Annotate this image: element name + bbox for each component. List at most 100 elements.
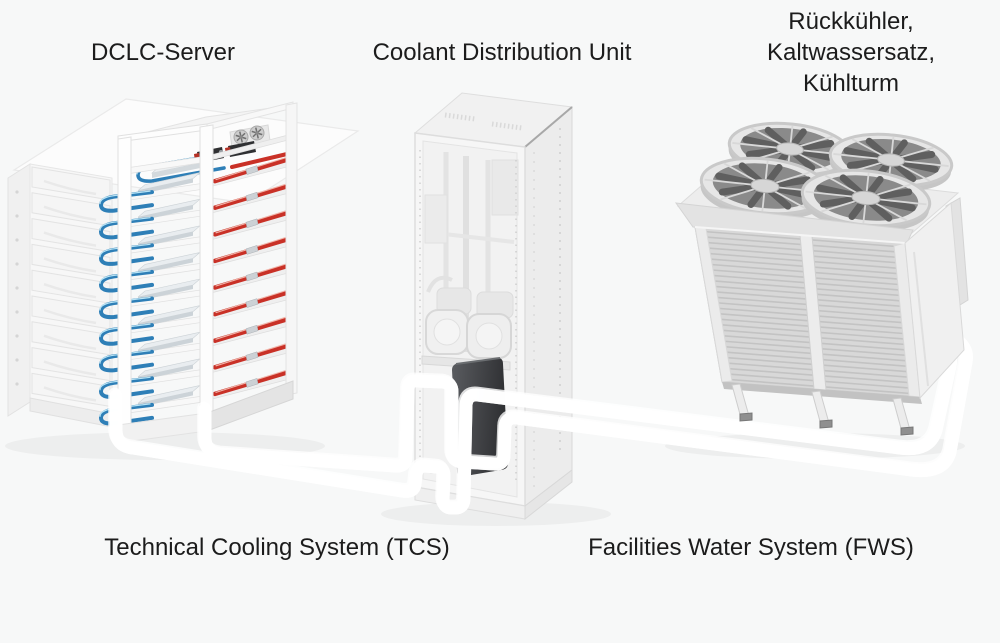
drawer-handle-recess [43,257,97,273]
cold-coolant-loop [98,349,154,373]
fan-blade [891,160,917,183]
rack-post-front-left [117,136,132,434]
fan-blade [795,147,838,162]
manifold-unit-front [152,161,210,178]
closed-server-cabinet [7,98,360,428]
leg-foot [900,426,914,436]
label-recooler-line-2: Kaltwassersatz, [766,39,936,66]
pump-2-face [475,322,503,350]
side-panel-holes [15,190,19,386]
fan-blade [790,149,816,172]
cold-coolant-loop-highlight [99,350,151,364]
fan-blade [867,198,893,222]
drawer-handle-recess [43,360,97,376]
fan-hub [776,142,804,156]
fan-blade [839,174,865,198]
fan-blade [766,186,792,210]
tube-fitting [245,378,259,388]
cold-coolant-loop-highlight [99,296,151,311]
fan-blade [745,146,786,158]
cold-coolant-loop-highlight [99,376,151,391]
cold-coolant-loop [98,296,154,320]
cdu-top-edge-trim [524,106,573,148]
fan-hub [750,178,780,194]
cdu-internal-panel-1 [424,194,448,244]
manifold-fan [233,129,249,145]
rack-post-front-right [199,124,214,422]
panel-hole [15,358,19,362]
tube-fitting [245,191,259,202]
cdu-top-vent-2 [491,121,523,131]
drawer [31,166,111,201]
fan-hub [877,153,905,167]
panel-hole [15,238,19,242]
manifold-fan [249,125,265,141]
manifold-fan-hub [239,135,243,139]
fan-blade [764,126,790,149]
drawer-handle-recess [43,283,97,299]
recooler-group [674,121,969,436]
fan-blade [896,158,939,173]
label-coolant-distribution-unit: Coolant Distribution Unit [372,39,632,66]
shelf-side-rail [206,319,293,348]
recooler-leg [811,390,833,429]
fan-blade [871,196,916,212]
recooler-leg [892,397,914,436]
panel-hole [15,190,19,194]
recooler-side-face [904,201,965,400]
tube-fitting [245,245,259,255]
cold-coolant-loop-highlight [99,243,151,258]
manifold-hot-tube [230,152,289,169]
panel-hole [15,214,19,218]
fan-blade [865,137,891,160]
tube-fitting [245,271,259,282]
fan-blade [843,147,886,162]
drawer [31,347,111,382]
warm-water-pipe [204,318,967,471]
recooler-side-detail [913,251,929,387]
fan-blade [846,157,887,169]
cdu-group [413,92,574,521]
cold-coolant-loop-highlight [99,217,151,231]
recooler-leg [731,383,753,422]
tube-fitting [245,298,259,308]
fan-blade [769,176,812,189]
cold-water-pipe [115,334,951,515]
fan-blade [816,184,861,200]
coil-top-highlight [694,226,906,244]
tube-fitting [245,351,259,362]
label-recooler-line-1: Rückkühler, [788,8,914,35]
panel-hole [15,262,19,266]
recooler-fan [727,121,853,181]
manifold-fans [233,125,265,145]
fan-blade [738,162,764,186]
cold-coolant-loop [98,323,154,346]
drawer-handle-recess [43,334,97,351]
shelf-side-rail [206,293,293,322]
tube-fitting [245,324,259,335]
drawer-stack [31,166,111,407]
recooler-fan [828,132,954,192]
cold-coolant-loop [98,243,154,266]
fan-blade [718,183,761,196]
open-server-rack [98,101,298,444]
cdu-right-face [524,105,573,508]
fan-blade [742,136,785,151]
heat-exchanger-block-top-edge [455,357,501,365]
cdu-internal-hose [426,275,453,293]
fan-blade [819,195,862,208]
drawer-handle-recess [43,386,97,402]
fan-blade [870,188,913,201]
tube-fitting [245,165,259,175]
cabinet-side-panel [7,163,31,417]
coil-bottom-rail [722,382,922,404]
cold-coolant-loop [98,190,154,213]
pump-1-face [433,318,461,346]
leg-foot [739,412,753,422]
cold-coolant-loop-highlight [99,323,151,338]
drawer-handle-recess [43,179,97,196]
cdu-internal-panel-2 [491,159,519,216]
label-fws: Facilities Water System (FWS) [588,534,914,561]
label-recooler-line-3: Kühlturm [802,70,900,97]
cold-coolant-loop-highlight [99,270,151,284]
